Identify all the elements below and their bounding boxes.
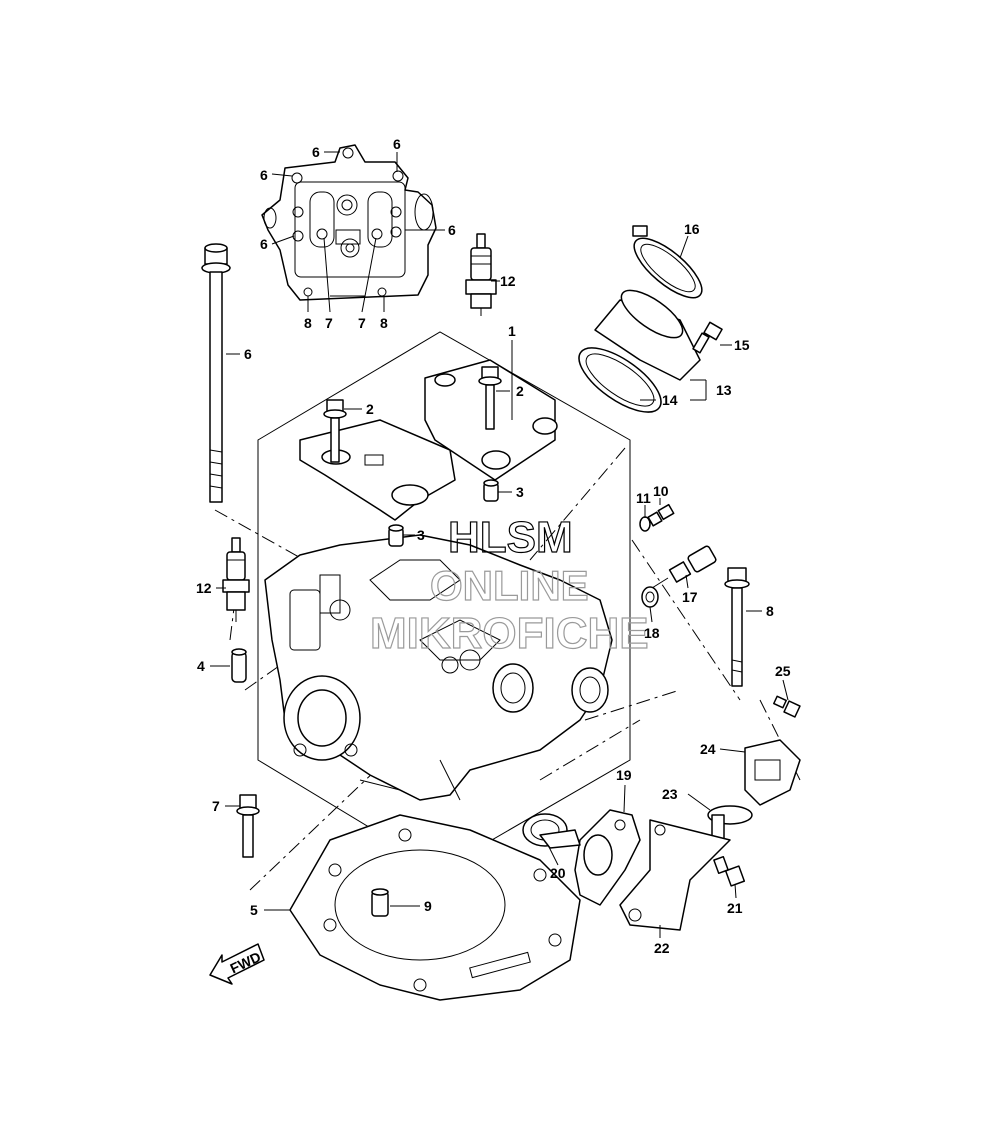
bolt-21 (713, 855, 746, 887)
thermostat-20 (522, 813, 581, 849)
callout-22: 22 (654, 940, 670, 956)
washer-18 (641, 586, 659, 608)
callout-4: 4 (197, 658, 205, 674)
leader-lines (210, 151, 789, 938)
callout-8: 8 (304, 315, 312, 331)
watermark-line2: ONLINE (430, 562, 589, 609)
callout-6: 6 (393, 136, 401, 152)
watermark: HLSM ONLINE MIKROFICHE (369, 512, 649, 658)
callout-6: 6 (244, 346, 252, 362)
callout-8: 8 (380, 315, 388, 331)
spark-plug-upper (465, 233, 497, 316)
dowel-pin-9 (371, 888, 389, 917)
cylinder-head-gasket-5 (289, 814, 581, 1001)
callout-8: 8 (766, 603, 774, 619)
bolt-25 (773, 695, 801, 718)
callout-14: 14 (662, 392, 678, 408)
watermark-line3: MIKROFICHE (370, 609, 649, 658)
callout-17: 17 (682, 589, 698, 605)
callout-19: 19 (616, 767, 632, 783)
callout-6: 6 (260, 236, 268, 252)
callout-5: 5 (250, 902, 258, 918)
fwd-label: FWD (228, 948, 264, 976)
bolt-2-left (323, 399, 347, 463)
callout-6: 6 (312, 144, 320, 160)
callout-6: 6 (448, 222, 456, 238)
cover-22 (619, 819, 731, 931)
callout-24: 24 (700, 741, 716, 757)
callout-11: 11 (636, 490, 651, 506)
spark-plug-left (222, 537, 250, 622)
pipe-4 (231, 648, 247, 683)
bolt-8 (724, 567, 750, 687)
bolt-2-right (478, 366, 502, 430)
callout-3: 3 (417, 527, 425, 543)
thermostat-housing-24 (744, 739, 801, 806)
intake-pipe (578, 225, 703, 413)
watermark-line1: HLSM (448, 513, 573, 562)
dowel-pin-3-upper (483, 479, 499, 502)
callout-2: 2 (516, 383, 524, 399)
callout-18: 18 (644, 625, 660, 641)
dowel-pin-3-lower (388, 524, 404, 547)
bolt-7 (236, 794, 260, 858)
thermostat-case-19 (574, 809, 641, 906)
screw-15 (692, 321, 723, 354)
bolt-10 (647, 503, 675, 527)
callout-7: 7 (212, 798, 220, 814)
callout-7: 7 (358, 315, 366, 331)
cylinder-head-top-view (261, 144, 437, 301)
washer-11 (639, 516, 651, 532)
callout-13: 13 (716, 382, 732, 398)
callout-10: 10 (653, 483, 669, 499)
callout-15: 15 (734, 337, 750, 353)
callout-3: 3 (516, 484, 524, 500)
callout-23: 23 (662, 786, 678, 802)
callout-7: 7 (325, 315, 333, 331)
callout-16: 16 (684, 221, 700, 237)
callout-25: 25 (775, 663, 791, 679)
callout-12: 12 (196, 580, 212, 596)
callout-1: 1 (508, 323, 516, 339)
callouts: 6 6 6 6 6 8 7 7 8 12 6 1 2 2 3 3 16 15 1… (196, 136, 791, 956)
callout-20: 20 (550, 865, 566, 881)
cylinder-head (264, 534, 613, 801)
fwd-arrow: FWD (209, 943, 265, 985)
callout-21: 21 (727, 900, 743, 916)
callout-2: 2 (366, 401, 374, 417)
temp-sensor-17 (651, 545, 717, 589)
callout-12: 12 (500, 273, 516, 289)
callout-9: 9 (424, 898, 432, 914)
long-bolt-6 (201, 243, 231, 503)
callout-6: 6 (260, 167, 268, 183)
